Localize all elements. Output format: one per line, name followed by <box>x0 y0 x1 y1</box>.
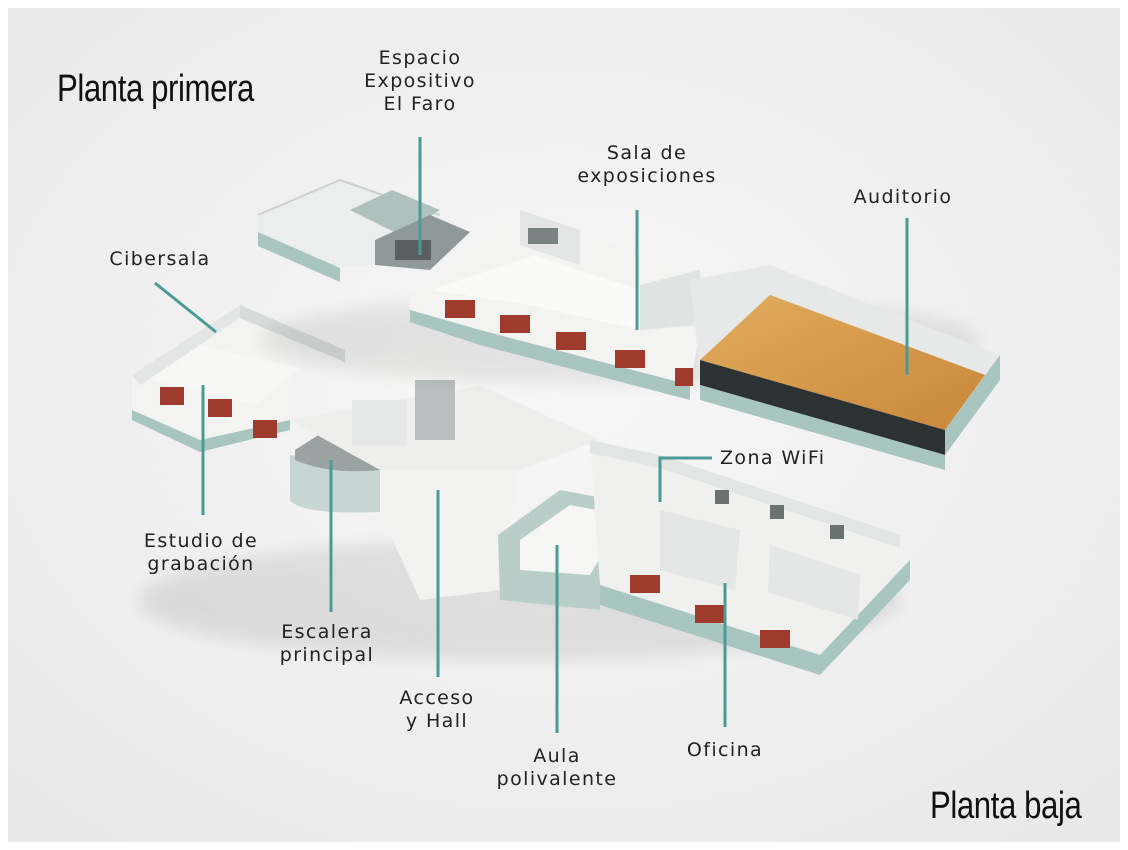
label-line: Acceso <box>399 687 475 709</box>
window <box>445 300 475 318</box>
window <box>675 368 693 386</box>
ground-floor-model <box>132 305 910 675</box>
label-line: Cibersala <box>109 248 211 270</box>
label-line: Auditorio <box>853 186 953 208</box>
window <box>160 387 184 405</box>
label-line: Escalera <box>281 621 373 643</box>
auditorium-floor <box>700 295 985 430</box>
window <box>630 575 660 593</box>
label-cibersala: Cibersala <box>95 248 225 271</box>
label-line: Espacio <box>378 47 462 69</box>
label-escalera-principal: Escalera principal <box>257 621 397 667</box>
leader-line-cibersala <box>154 281 217 334</box>
label-line: Aula <box>533 745 581 767</box>
label-zona-wifi: Zona WiFi <box>720 447 850 470</box>
label-oficina: Oficina <box>660 739 790 762</box>
label-line: Zona WiFi <box>720 447 826 469</box>
label-line: El Faro <box>383 93 457 115</box>
window <box>253 420 277 438</box>
label-aula-polivalente: Aula polivalente <box>482 745 632 791</box>
floor-title-first: Planta primera <box>57 68 254 110</box>
window <box>760 630 790 648</box>
label-line: Estudio de <box>143 530 259 552</box>
label-line: y Hall <box>405 710 469 732</box>
label-espacio-expositivo: Espacio Expositivo El Faro <box>355 47 485 116</box>
label-line: polivalente <box>496 768 618 790</box>
window <box>556 332 586 350</box>
label-line: grabación <box>147 553 255 575</box>
label-sala-exposiciones: Sala de exposiciones <box>572 142 722 188</box>
label-line: Oficina <box>686 739 764 761</box>
label-acceso-hall: Acceso y Hall <box>372 687 502 733</box>
label-line: Expositivo <box>364 70 476 92</box>
floor-title-ground: Planta baja <box>930 785 1082 827</box>
label-auditorio: Auditorio <box>838 186 968 209</box>
label-estudio-grabacion: Estudio de grabación <box>126 530 276 576</box>
window <box>615 350 645 368</box>
leader-line-zona-wifi <box>658 456 712 502</box>
leader-lines <box>154 137 909 733</box>
window <box>500 315 530 333</box>
window <box>208 399 232 417</box>
first-floor-model <box>257 178 1000 470</box>
label-line: principal <box>279 644 375 666</box>
label-line: exposiciones <box>577 165 717 187</box>
label-line: Sala de <box>606 142 688 164</box>
window <box>695 605 725 623</box>
